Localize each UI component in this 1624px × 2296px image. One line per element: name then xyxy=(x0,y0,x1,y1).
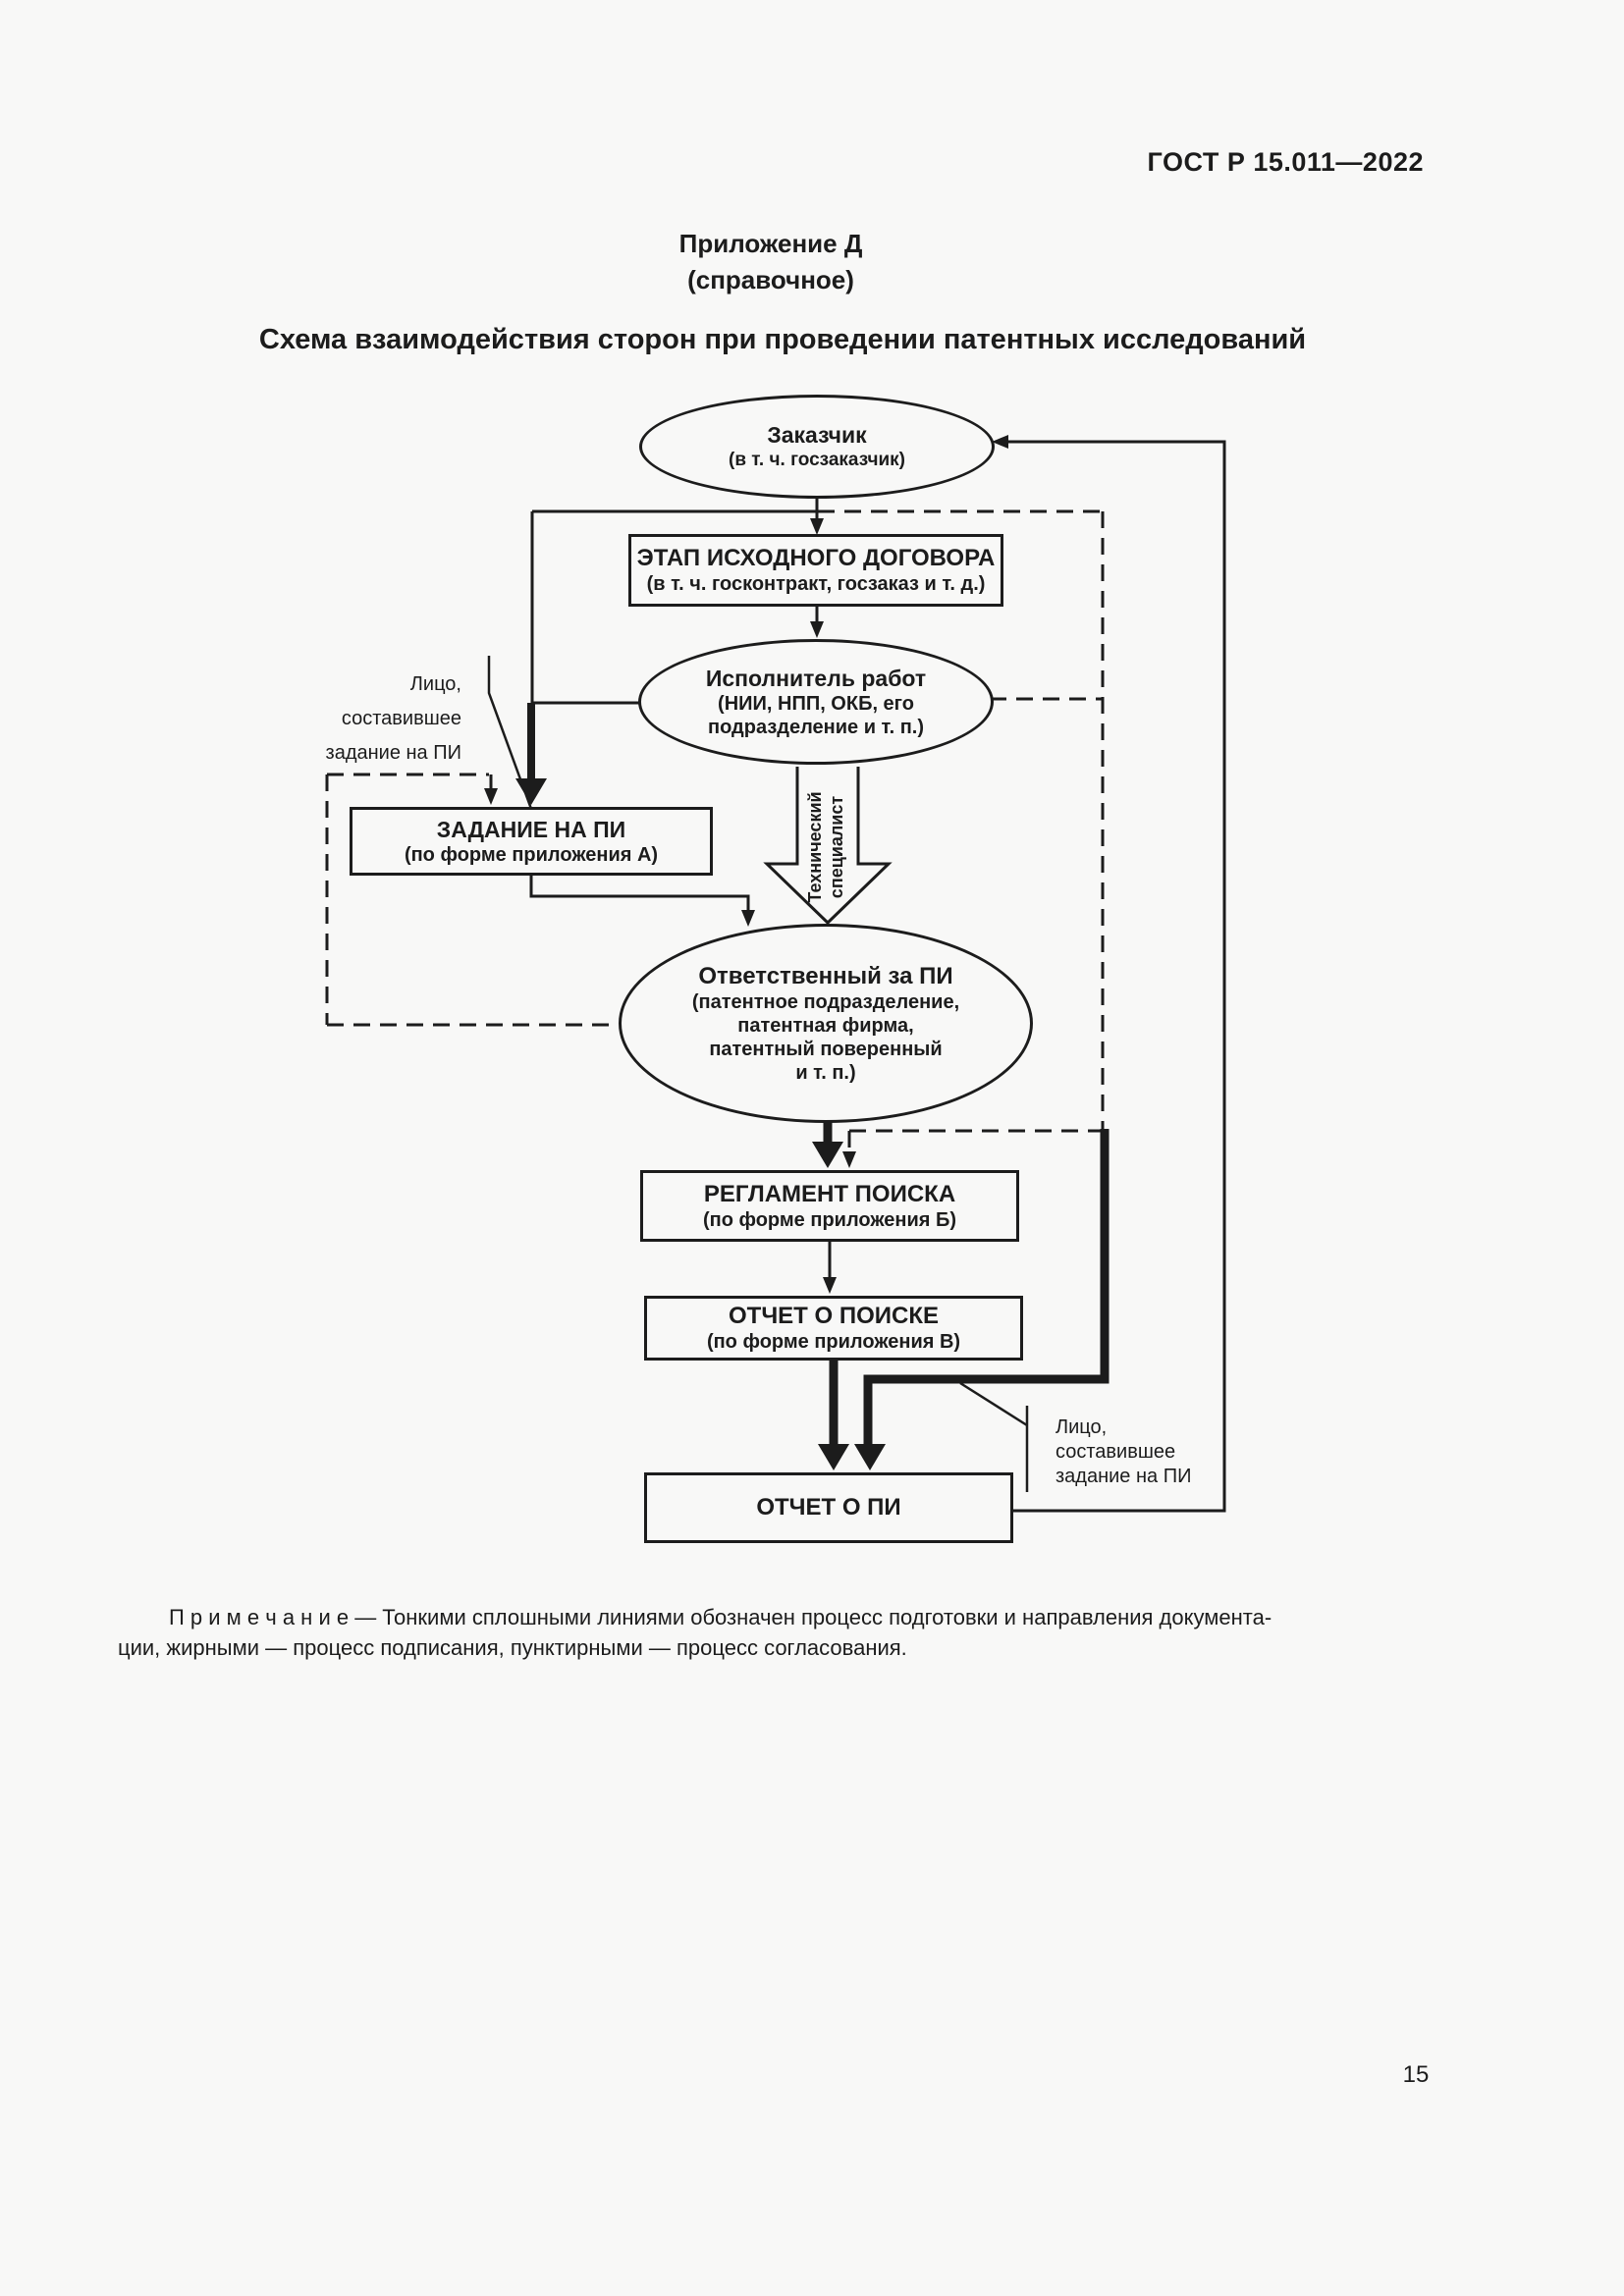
page-title: Схема взаимодействия сторон при проведен… xyxy=(258,324,1307,355)
arrowhead-etap xyxy=(810,518,824,535)
node-otchet-poisk-subtitle: (по форме приложения В) xyxy=(706,1331,961,1353)
node-otvetstvennyj-subtitle: (патентное подразделение, патентная фирм… xyxy=(691,990,960,1084)
node-reglament-subtitle: (по форме приложения Б) xyxy=(702,1208,957,1231)
node-otvetstvennyj: Ответственный за ПИ (патентное подраздел… xyxy=(619,924,1033,1123)
thick-arrowhead-otchetpi-left xyxy=(818,1444,849,1470)
node-ispolnitel: Исполнитель работ (НИИ, НПП, ОКБ, его по… xyxy=(638,639,994,765)
zadanie-otvetstvennyj-route xyxy=(529,876,750,914)
node-zadanie-title: ЗАДАНИЕ НА ПИ xyxy=(436,817,626,842)
node-otvetstvennyj-title: Ответственный за ПИ xyxy=(698,962,953,989)
appendix-heading: Приложение Д (справочное) xyxy=(678,229,863,294)
node-zadanie-subtitle: (по форме приложения А) xyxy=(404,844,659,866)
node-reglament: РЕГЛАМЕНТ ПОИСКА (по форме приложения Б) xyxy=(640,1170,1019,1242)
hollow-arrow xyxy=(763,767,893,926)
node-ispolnitel-title: Исполнитель работ xyxy=(705,666,927,691)
callout-bottom-label: Лицо, составившее задание на ПИ xyxy=(1056,1416,1192,1487)
node-zakazchik-subtitle: (в т. ч. госзаказчик) xyxy=(729,450,905,470)
node-etap: ЭТАП ИСХОДНОГО ДОГОВОРА (в т. ч. госконт… xyxy=(628,534,1003,607)
arrowhead-otvetstvennyj xyxy=(741,910,755,927)
doc-header: ГОСТ Р 15.011—2022 xyxy=(1147,147,1424,177)
diagram-note: П р и м е ч а н и е — Тонкими сплошными … xyxy=(118,1602,1438,1663)
arrowhead-otchet-poisk xyxy=(823,1277,837,1294)
node-otchet-pi-title: ОТЧЕТ О ПИ xyxy=(756,1494,901,1521)
arrowhead-zakazchik xyxy=(992,435,1008,449)
arrowhead-dashed-reglament xyxy=(842,1151,856,1168)
node-etap-title: ЭТАП ИСХОДНОГО ДОГОВОРА xyxy=(636,545,996,571)
arrowhead-dashed-zadanie xyxy=(484,788,498,805)
callout-top-label: Лицо, составившее задание на ПИ xyxy=(325,673,461,764)
tech-specialist-label: Технический специалист xyxy=(805,791,846,903)
feedback-line xyxy=(1005,440,1226,1513)
page-number: 15 xyxy=(1402,2061,1430,2088)
node-etap-subtitle: (в т. ч. госконтракт, госзаказ и т. д.) xyxy=(646,573,986,595)
node-zakazchik-title: Заказчик xyxy=(767,422,867,448)
callout-bottom-leader xyxy=(959,1381,1028,1427)
node-reglament-title: РЕГЛАМЕНТ ПОИСКА xyxy=(703,1180,956,1207)
thick-arrowhead-reglament xyxy=(812,1142,843,1168)
node-otchet-pi: ОТЧЕТ О ПИ xyxy=(644,1472,1013,1543)
thick-right-route xyxy=(863,1129,1110,1449)
node-otchet-poisk: ОТЧЕТ О ПОИСКЕ (по форме приложения В) xyxy=(644,1296,1023,1361)
note-line-2: ции, жирными — процесс подписания, пункт… xyxy=(118,1635,907,1660)
note-line-1: П р и м е ч а н и е — Тонкими сплошными … xyxy=(169,1605,1272,1629)
callout-top-leader xyxy=(487,656,533,810)
thick-arrowhead-otchetpi-right xyxy=(854,1444,886,1470)
node-zakazchik: Заказчик (в т. ч. госзаказчик) xyxy=(639,395,995,499)
node-zadanie: ЗАДАНИЕ НА ПИ (по форме приложения А) xyxy=(350,807,713,876)
node-otchet-poisk-title: ОТЧЕТ О ПОИСКЕ xyxy=(728,1303,940,1329)
node-ispolnitel-subtitle: (НИИ, НПП, ОКБ, его подразделение и т. п… xyxy=(708,693,924,738)
arrowhead-ispolnitel xyxy=(810,621,824,638)
thick-arrowhead-zadanie xyxy=(515,778,547,805)
